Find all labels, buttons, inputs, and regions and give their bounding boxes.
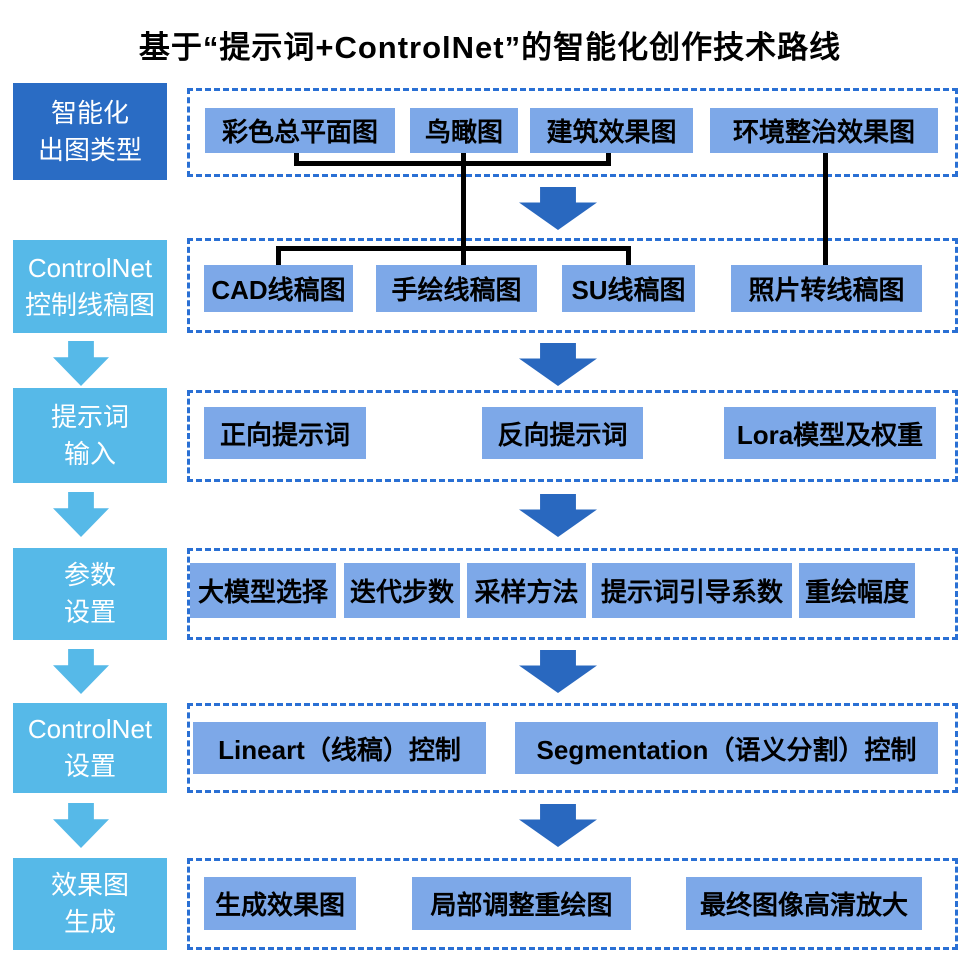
connector-line: [276, 246, 631, 251]
stage-container-controlnet-settings: [187, 703, 958, 793]
stage-label-parameter-settings: 参数 设置: [13, 548, 167, 640]
node-segmentation-control: Segmentation（语义分割）控制: [515, 722, 938, 774]
stage-label-line: ControlNet: [27, 714, 153, 745]
node-positive-prompt: 正向提示词: [204, 407, 366, 459]
stage-container-output-types: [187, 88, 958, 177]
down-arrow-icon: [519, 804, 597, 847]
node-lineart-control: Lineart（线稿）控制: [193, 722, 486, 774]
down-arrow-icon: [53, 803, 109, 848]
node-architectural-rendering: 建筑效果图: [530, 108, 693, 153]
down-arrow-icon: [53, 492, 109, 537]
stage-label-prompt-input: 提示词 输入: [13, 388, 167, 483]
connector-line: [294, 161, 611, 166]
connector-line: [626, 249, 631, 267]
stage-label-controlnet-lineart: ControlNet 控制线稿图: [13, 240, 167, 333]
stage-label-controlnet-settings: ControlNet 设置: [13, 703, 167, 793]
node-hand-drawn-line-drawing: 手绘线稿图: [376, 265, 537, 312]
diagram-title: 基于“提示词+ControlNet”的智能化创作技术路线: [138, 30, 842, 65]
stage-label-render-generation: 效果图 生成: [13, 858, 167, 950]
stage-label-line: 效果图: [50, 870, 129, 901]
node-local-adjust-inpaint: 局部调整重绘图: [412, 877, 631, 930]
stage-container-render-generation: [187, 858, 958, 950]
node-denoising-strength: 重绘幅度: [799, 563, 915, 618]
node-photo-to-line-drawing: 照片转线稿图: [731, 265, 922, 312]
connector-line: [606, 152, 611, 165]
connector-line: [823, 152, 828, 268]
node-generate-rendering: 生成效果图: [204, 877, 356, 930]
down-arrow-icon: [519, 343, 597, 386]
stage-label-line: ControlNet: [27, 252, 153, 283]
stage-container-prompt-input: [187, 390, 958, 482]
node-su-line-drawing: SU线稿图: [562, 265, 695, 312]
stage-label-line: 提示词: [50, 401, 129, 432]
node-iteration-steps: 迭代步数: [344, 563, 460, 618]
stage-label-line: 设置: [63, 751, 116, 781]
connector-line: [294, 152, 299, 165]
down-arrow-icon: [53, 341, 109, 386]
stage-label-output-types: 智能化 出图类型: [13, 83, 167, 180]
connector-line: [276, 249, 281, 267]
node-negative-prompt: 反向提示词: [482, 407, 643, 459]
connector-line: [461, 152, 466, 268]
node-lora-model-weight: Lora模型及权重: [724, 407, 936, 459]
node-sampling-method: 采样方法: [467, 563, 586, 618]
stage-label-line: 控制线稿图: [24, 289, 155, 320]
stage-label-line: 设置: [63, 597, 116, 627]
node-base-model-selection: 大模型选择: [190, 563, 336, 618]
node-cfg-scale: 提示词引导系数: [592, 563, 792, 618]
stage-label-line: 智能化: [50, 97, 129, 128]
down-arrow-icon: [519, 494, 597, 537]
stage-label-line: 出图类型: [37, 134, 142, 165]
stage-container-parameter-settings: [187, 548, 958, 640]
node-color-master-plan: 彩色总平面图: [205, 108, 395, 153]
stage-label-line: 生成: [63, 907, 116, 937]
stage-container-controlnet-lineart: [187, 238, 958, 333]
stage-label-line: 参数: [63, 560, 116, 591]
node-final-image-upscale: 最终图像高清放大: [686, 877, 922, 930]
down-arrow-icon: [519, 187, 597, 230]
node-birds-eye-view: 鸟瞰图: [410, 108, 518, 153]
stage-label-line: 输入: [63, 438, 116, 469]
node-cad-line-drawing: CAD线稿图: [204, 265, 353, 312]
down-arrow-icon: [519, 650, 597, 693]
down-arrow-icon: [53, 649, 109, 694]
node-environment-remediation-rendering: 环境整治效果图: [710, 108, 938, 153]
